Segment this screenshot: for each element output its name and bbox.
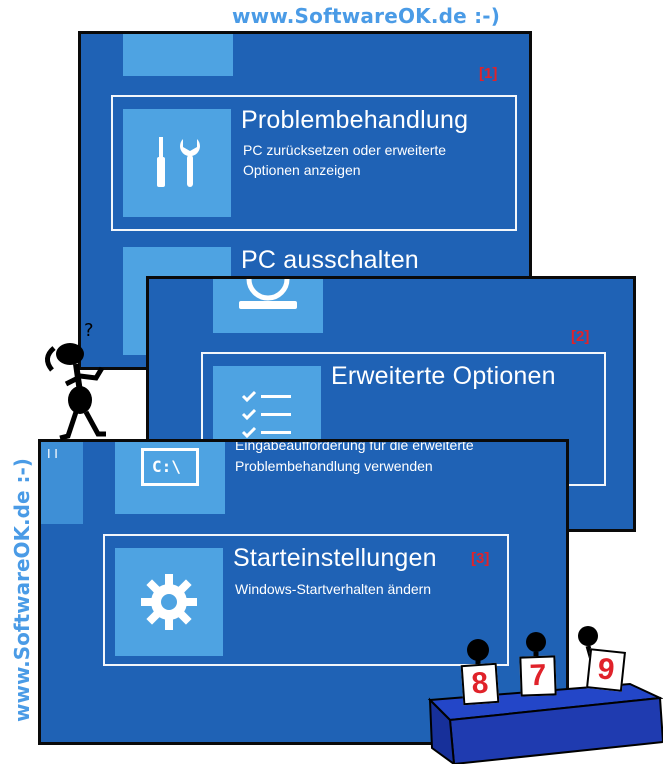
tile-top-partial xyxy=(213,279,323,333)
option-pc-ausschalten-title[interactable]: PC ausschalten xyxy=(241,246,419,274)
cmd-icon: C:\ xyxy=(141,448,199,486)
marker-3: [3] xyxy=(471,550,490,567)
cmd-desc-line1: Eingabeaufforderung für die erweiterte xyxy=(235,439,474,453)
thinking-figure: ? xyxy=(45,320,106,441)
option-desc: Windows-Startverhalten ändern xyxy=(235,581,432,597)
option-title: Erweiterte Optionen xyxy=(331,362,556,390)
option-desc-line1: PC zurücksetzen oder erweiterte xyxy=(243,142,447,158)
option-title: Starteinstellungen xyxy=(233,544,437,572)
option-title: Problembehandlung xyxy=(241,106,469,134)
tile-problembehandlung xyxy=(123,109,231,217)
cmd-icon-label: C:\ xyxy=(152,457,181,476)
tile-starteinstellungen xyxy=(115,548,223,656)
watermark-side: www.SoftwareOK.de :-) xyxy=(10,458,34,722)
tile-top-partial xyxy=(123,34,233,76)
left-sliver-mark: I I xyxy=(47,446,58,461)
marker-1: [1] xyxy=(479,65,498,82)
marker-2: [2] xyxy=(571,328,590,345)
svg-text:?: ? xyxy=(84,320,94,341)
left-tile-sliver xyxy=(41,442,83,524)
score-card-3: 9 xyxy=(586,648,626,692)
restore-icon xyxy=(239,279,297,309)
option-desc-line2: Optionen anzeigen xyxy=(243,162,361,178)
tile-cmd: C:\ xyxy=(115,442,225,514)
score-3: 9 xyxy=(596,652,617,687)
option-starteinstellungen[interactable]: Starteinstellungen Windows-Startverhalte… xyxy=(103,534,509,666)
gear-icon xyxy=(141,574,197,630)
panel-start-settings: I I C:\ Eingabeaufforderung für die erwe… xyxy=(38,439,569,745)
cmd-desc-line2: Problembehandlung verwenden xyxy=(235,458,433,474)
option-problembehandlung[interactable]: Problembehandlung PC zurücksetzen oder e… xyxy=(111,95,517,231)
checklist-icon xyxy=(241,390,291,439)
watermark-top: www.SoftwareOK.de :-) xyxy=(232,4,501,28)
tools-icon xyxy=(157,137,200,187)
